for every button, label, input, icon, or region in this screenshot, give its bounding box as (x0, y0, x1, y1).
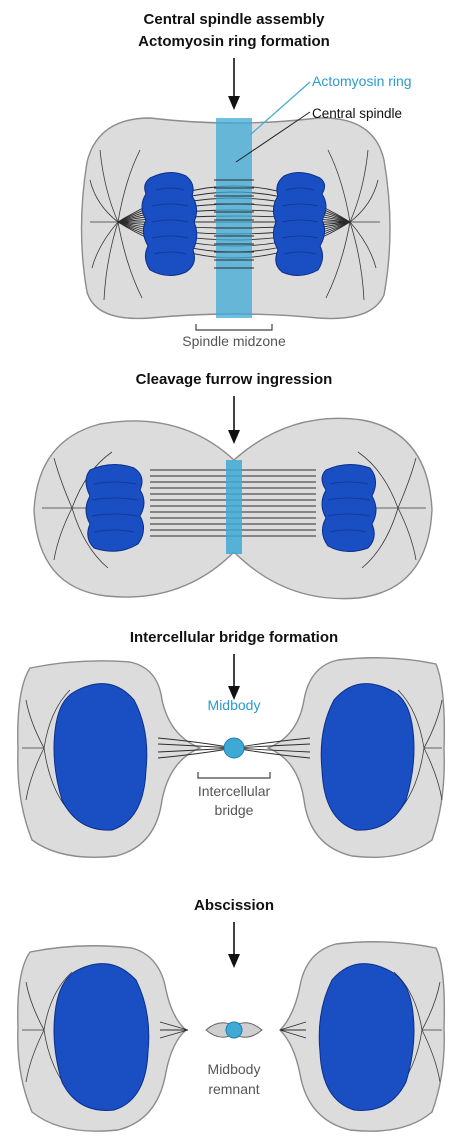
chromosomes-right-2 (322, 464, 376, 551)
stage-1-central-spindle: Central spindle assembly Actomyosin ring… (82, 11, 412, 349)
label-midbody-remnant-line-2: remnant (208, 1081, 259, 1097)
stage-1-title-line-2: Actomyosin ring formation (138, 33, 330, 50)
midbody-remnant (206, 1022, 262, 1038)
label-actomyosin-ring: Actomyosin ring (312, 73, 412, 89)
stage-2-title: Cleavage furrow ingression (136, 371, 333, 388)
stage-4-abscission: Abscission (18, 897, 445, 1131)
midbody-3 (224, 738, 244, 758)
label-midbody: Midbody (208, 697, 261, 713)
stage-4-title: Abscission (194, 897, 274, 914)
nucleus-right-3 (321, 684, 414, 830)
furrow-ring-band (226, 460, 242, 554)
label-intercellular-bridge-line-2: bridge (215, 802, 254, 818)
chromosomes-left-1 (142, 172, 197, 275)
stage-4-arrow (228, 922, 240, 968)
nucleus-right-4 (319, 964, 414, 1111)
bracket-spindle-midzone (196, 324, 272, 330)
label-spindle-midzone: Spindle midzone (182, 333, 286, 349)
stage-1-title-line-1: Central spindle assembly (144, 11, 326, 28)
stage-2-cleavage-furrow: Cleavage furrow ingression (34, 371, 432, 599)
nucleus-left-4 (54, 964, 149, 1111)
stage-2-arrow (228, 396, 240, 444)
label-central-spindle: Central spindle (312, 106, 402, 121)
nucleus-left-3 (54, 684, 147, 830)
chromosomes-right-1 (273, 172, 326, 275)
stage-3-title: Intercellular bridge formation (130, 629, 338, 646)
stage-3-arrow (228, 654, 240, 700)
label-midbody-remnant-line-1: Midbody (208, 1061, 261, 1077)
actomyosin-ring-band (216, 118, 252, 318)
chromosomes-left-2 (86, 464, 144, 551)
bracket-intercellular-bridge (198, 772, 270, 778)
stage-3-bridge-formation: Intercellular bridge formation (18, 629, 445, 857)
stage-1-arrow (228, 58, 240, 110)
label-intercellular-bridge-line-1: Intercellular (198, 783, 271, 799)
